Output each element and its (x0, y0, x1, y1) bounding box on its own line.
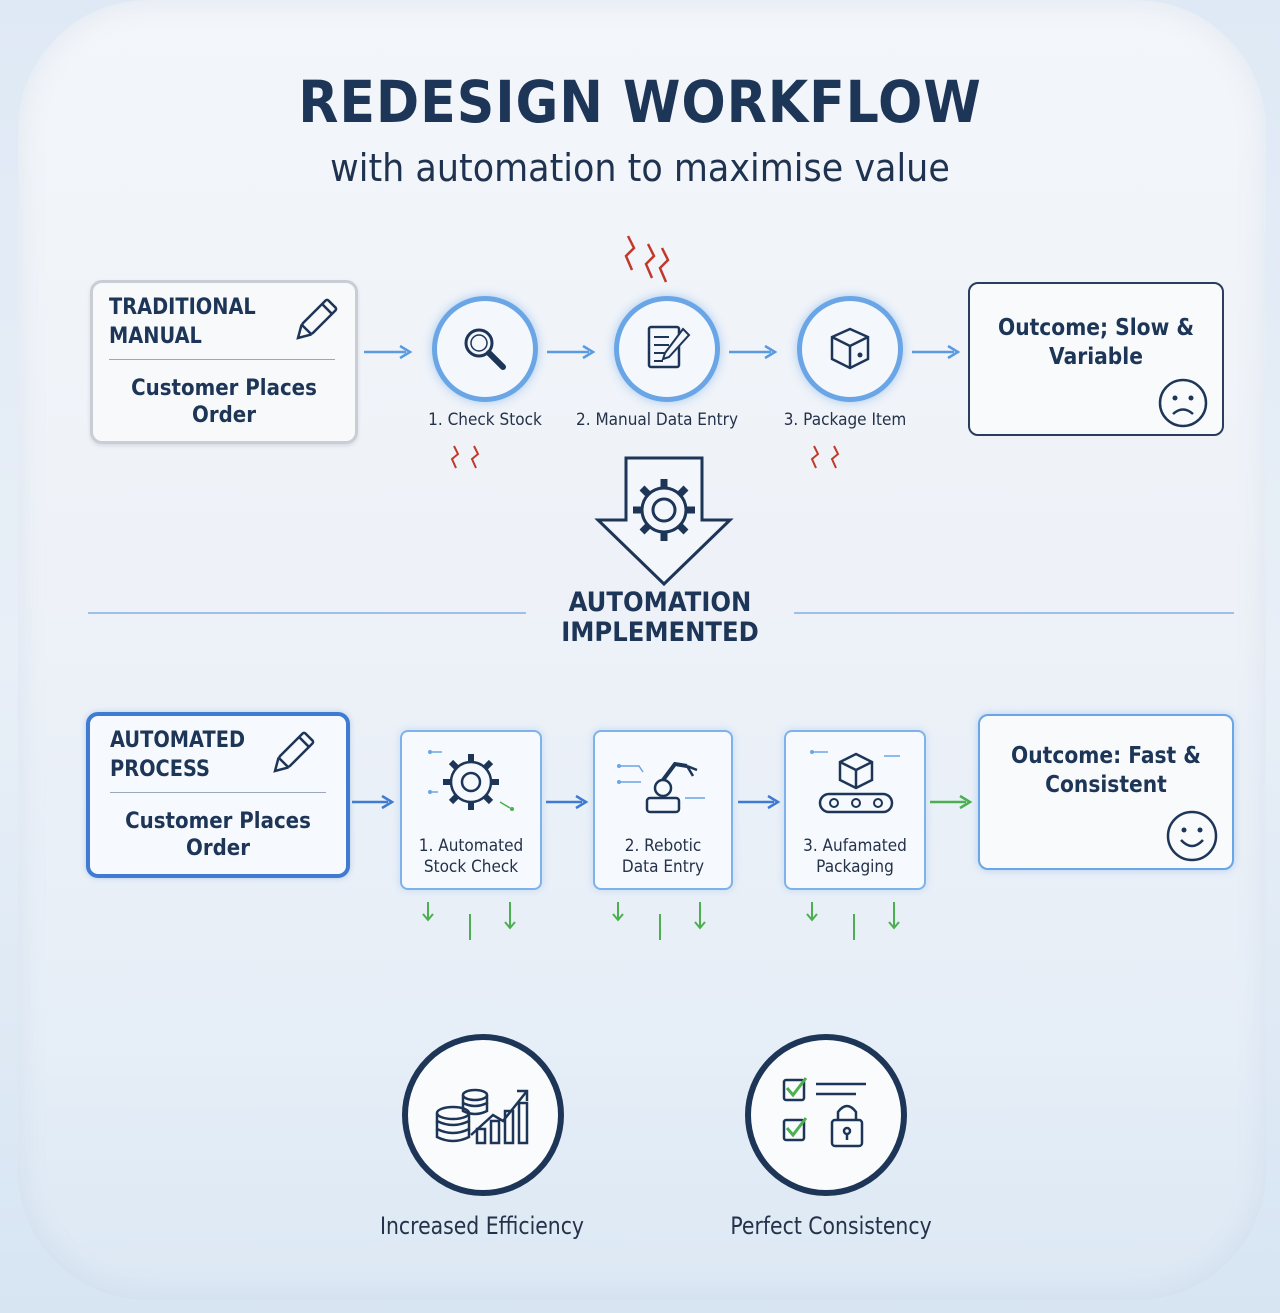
automated-trigger-line2: Order (186, 836, 250, 861)
traditional-heading-line2: MANUAL (109, 324, 202, 349)
step-label: 2. Manual Data Entry (575, 410, 739, 430)
traditional-heading-line1: TRADITIONAL (109, 295, 256, 320)
benefit-consistency (745, 1034, 907, 1196)
benefit-label: Increased Efficiency (379, 1212, 585, 1240)
section-divider-left (88, 612, 526, 614)
benefit-label: Perfect Consistency (730, 1212, 932, 1240)
background-card (18, 0, 1266, 1300)
step-label-line1: 3. Aufamated (803, 836, 907, 856)
automation-label-line2: IMPLEMENTED (561, 617, 759, 648)
step-robotic-data-entry: 2. Rebotic Data Entry (593, 730, 733, 890)
outcome-line1: Outcome: Fast & (1011, 743, 1201, 769)
step-package-item (797, 296, 903, 402)
step-label-line1: 1. Automated (418, 836, 524, 856)
flow-arrow (546, 794, 589, 810)
step-label-line2: Data Entry (621, 857, 705, 877)
flow-arrow (352, 794, 395, 810)
stress-mark-icon (624, 235, 670, 283)
outcome-slow-box: Outcome; Slow & Variable (968, 282, 1224, 436)
stress-mark-icon (450, 445, 480, 469)
pencil-icon (273, 731, 315, 773)
green-down-arrows-icon (612, 902, 706, 940)
pencil-icon (296, 298, 338, 340)
gear-down-arrow-icon (594, 456, 734, 587)
step-automated-stock-check: 1. Automated Stock Check (400, 730, 542, 890)
outcome-line1: Outcome; Slow & (998, 315, 1194, 341)
outcome-line2: Consistent (1045, 772, 1167, 798)
step-label-line2: Packaging (816, 857, 894, 877)
conveyor-box-icon (810, 750, 900, 814)
automation-label-line1: AUTOMATION (568, 587, 752, 618)
automated-heading-line1: AUTOMATED (110, 728, 246, 753)
document-pen-icon (647, 325, 691, 369)
stress-mark-icon (810, 445, 840, 469)
benefit-efficiency (402, 1034, 564, 1196)
automated-process-box: AUTOMATED PROCESS Customer Places Order (86, 712, 350, 878)
box-icon (830, 327, 870, 370)
step-label-line1: 2. Rebotic (624, 836, 702, 856)
traditional-trigger-line1: Customer Places (131, 376, 317, 401)
green-down-arrows-icon (806, 902, 900, 940)
coins-growth-chart-icon (435, 1088, 529, 1145)
flow-arrow (547, 344, 596, 360)
step-label-line2: Stock Check (423, 857, 519, 877)
automated-heading-line2: PROCESS (110, 757, 211, 782)
box-divider (110, 792, 326, 793)
automated-trigger-line1: Customer Places (125, 809, 311, 834)
robot-arm-icon (617, 761, 705, 814)
traditional-manual-box: TRADITIONAL MANUAL Customer Places Order (90, 280, 358, 444)
flow-arrow (364, 344, 413, 360)
gear-circuit-icon (428, 750, 514, 811)
page-subtitle: with automation to maximise value (330, 146, 950, 190)
flow-arrow-green (930, 794, 973, 810)
section-divider-right (794, 612, 1234, 614)
step-manual-data-entry (614, 296, 720, 402)
flow-arrow (738, 794, 781, 810)
sad-face-icon (1158, 378, 1208, 428)
step-label: 1. Check Stock (428, 410, 542, 430)
step-label: 3. Package Item (783, 410, 907, 430)
step-automated-packaging: 3. Aufamated Packaging (784, 730, 926, 890)
green-down-arrows-icon (422, 902, 516, 940)
flow-arrow (912, 344, 961, 360)
magnifier-icon (464, 328, 506, 370)
flow-arrow (729, 344, 778, 360)
happy-face-icon (1166, 810, 1218, 862)
outcome-line2: Variable (1049, 344, 1143, 370)
box-divider (109, 359, 335, 360)
checklist-lock-icon (782, 1077, 866, 1148)
outcome-fast-box: Outcome: Fast & Consistent (978, 714, 1234, 870)
page-title: REDESIGN WORKFLOW (298, 68, 982, 136)
step-check-stock (432, 296, 538, 402)
traditional-trigger-line2: Order (192, 403, 256, 428)
